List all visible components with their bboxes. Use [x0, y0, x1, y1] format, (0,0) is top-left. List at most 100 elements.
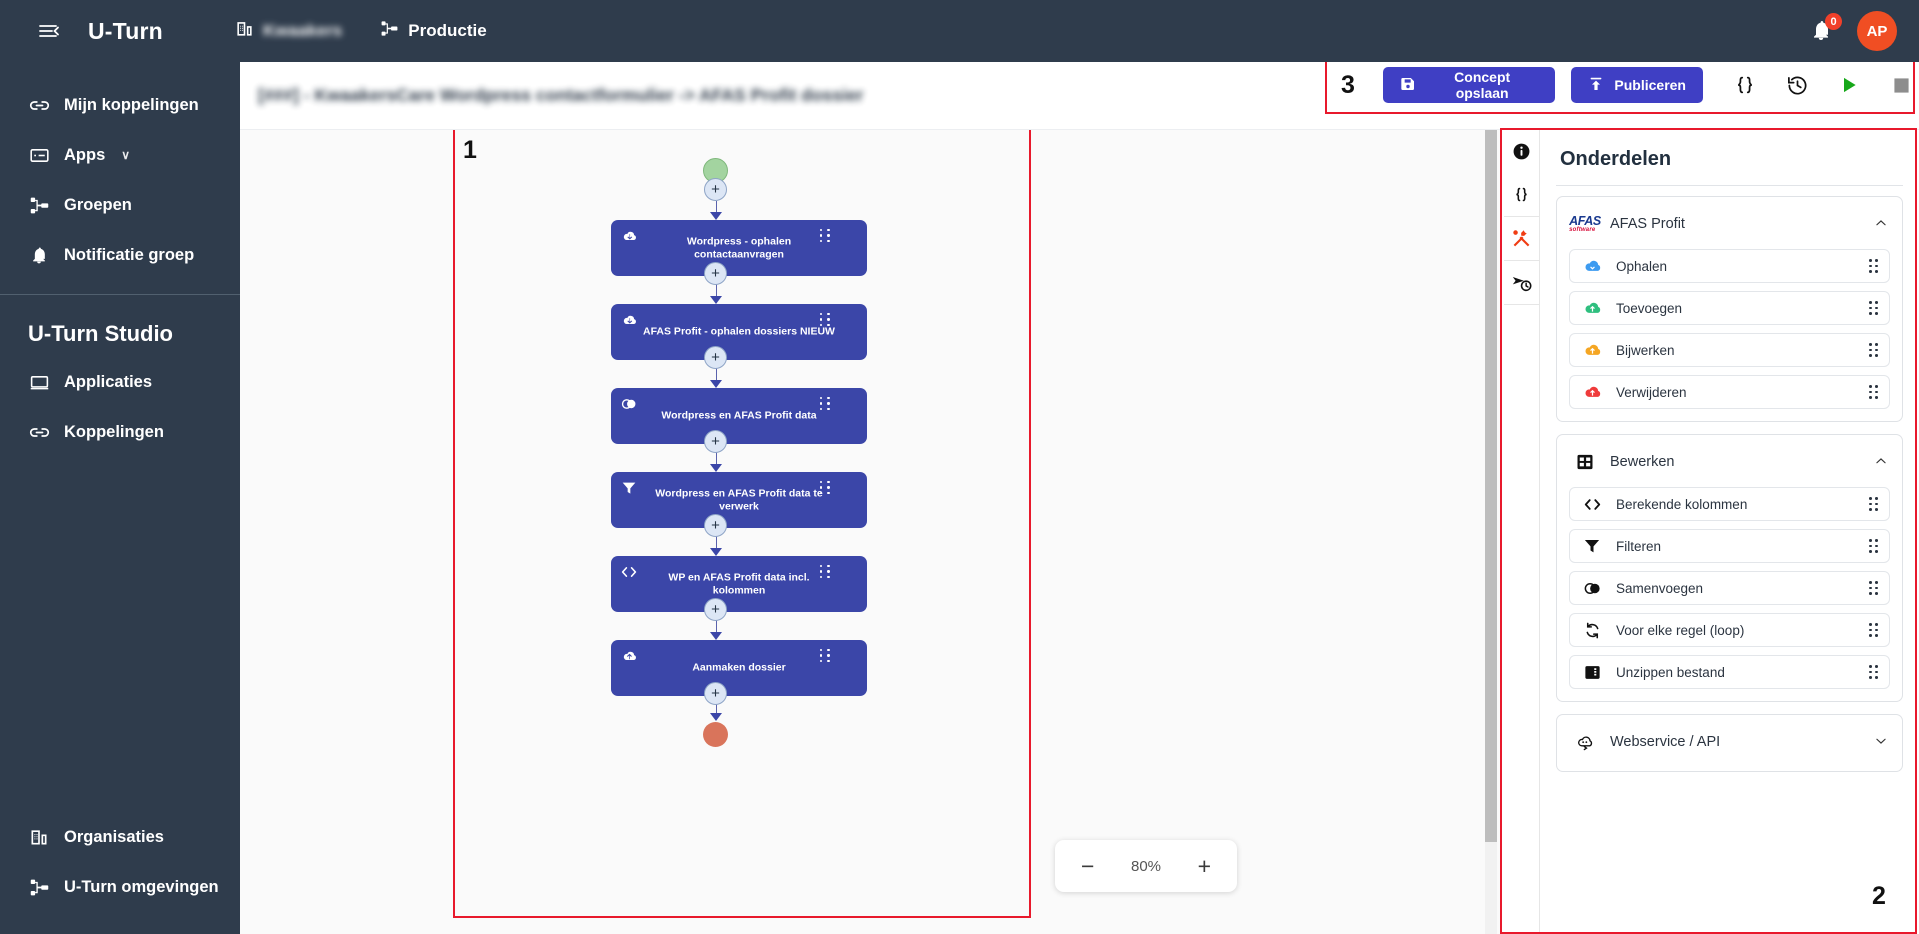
rail-group-top — [1504, 130, 1539, 217]
environment-name: Productie — [408, 21, 487, 40]
drag-handle-icon[interactable] — [1869, 301, 1878, 315]
component-item-voor-elke-regel[interactable]: Voor elke regel (loop) — [1569, 613, 1890, 647]
avatar[interactable]: AP — [1857, 11, 1897, 51]
component-item-bijwerken[interactable]: Bijwerken — [1569, 333, 1890, 367]
menu-collapse-icon[interactable] — [36, 18, 62, 44]
stop-icon[interactable] — [1889, 73, 1913, 97]
add-step-button[interactable]: + — [704, 682, 727, 705]
flow-node[interactable]: Aanmaken dossier — [611, 640, 867, 696]
flow-node-label: WP en AFAS Profit data incl. kolommen — [668, 571, 810, 596]
toolbar-icon-group — [1733, 73, 1913, 97]
chevron-up-icon[interactable] — [1874, 216, 1888, 233]
connector — [715, 621, 717, 634]
group-header[interactable]: Webservice / API — [1569, 725, 1890, 759]
trigger-schedule-icon[interactable] — [1504, 261, 1539, 304]
component-item-verwijderen[interactable]: Verwijderen — [1569, 375, 1890, 409]
flow-node[interactable]: Wordpress - ophalen contactaanvragen — [611, 220, 867, 276]
component-group-bewerken: Bewerken Berekende kolommen — [1556, 434, 1903, 702]
chevron-up-icon[interactable] — [1874, 454, 1888, 471]
sidebar-item-organisaties[interactable]: Organisaties — [0, 812, 240, 862]
group-title: Webservice / API — [1610, 734, 1721, 750]
code-braces-icon[interactable] — [1504, 173, 1539, 216]
merge-icon — [1581, 578, 1603, 598]
chevron-down-icon[interactable] — [1874, 734, 1888, 751]
drag-handle-icon[interactable] — [820, 313, 831, 327]
sidebar-item-groepen[interactable]: Groepen — [0, 180, 240, 230]
environment-selector[interactable]: Productie — [380, 19, 487, 43]
component-item-label: Bijwerken — [1616, 342, 1675, 358]
sidebar-item-mijn-koppelingen[interactable]: Mijn koppelingen — [0, 80, 240, 130]
add-step-button[interactable]: + — [704, 430, 727, 453]
panel-icon-rail — [1504, 130, 1540, 934]
cloud-upload-icon — [620, 647, 638, 665]
component-item-ophalen[interactable]: Ophalen — [1569, 249, 1890, 283]
end-node[interactable] — [703, 722, 728, 747]
hierarchy-icon — [28, 876, 50, 898]
component-group-webservice-api: Webservice / API — [1556, 714, 1903, 772]
notifications-button[interactable]: 0 — [1809, 13, 1842, 44]
history-icon[interactable] — [1785, 73, 1809, 97]
drag-handle-icon[interactable] — [1869, 497, 1878, 511]
sidebar-item-label: Groepen — [64, 195, 132, 214]
publish-button[interactable]: Publiceren — [1571, 67, 1703, 103]
group-header[interactable]: Bewerken — [1569, 445, 1890, 479]
sidebar-item-notificatie-groep[interactable]: Notificatie groep — [0, 230, 240, 280]
drag-handle-icon[interactable] — [820, 397, 831, 411]
drag-handle-icon[interactable] — [1869, 623, 1878, 637]
drag-handle-icon[interactable] — [1869, 539, 1878, 553]
add-step-button[interactable]: + — [704, 598, 727, 621]
sidebar-item-apps[interactable]: Apps ∨ — [0, 130, 240, 180]
drag-handle-icon[interactable] — [820, 229, 831, 243]
sidebar-item-label: Organisaties — [64, 827, 164, 846]
annotation-marker-1: 1 — [463, 136, 477, 164]
flow-node[interactable]: WP en AFAS Profit data incl. kolommen — [611, 556, 867, 612]
component-item-unzippen-bestand[interactable]: Unzippen bestand — [1569, 655, 1890, 689]
add-step-button[interactable]: + — [704, 346, 727, 369]
drag-handle-icon[interactable] — [1869, 385, 1878, 399]
sidebar-item-koppelingen[interactable]: Koppelingen — [0, 407, 240, 457]
chevron-down-icon[interactable]: ∨ — [121, 148, 131, 162]
flow-node[interactable]: Wordpress en AFAS Profit data — [611, 388, 867, 444]
group-title: AFAS Profit — [1610, 216, 1685, 232]
drag-handle-icon[interactable] — [820, 565, 831, 579]
drag-handle-icon[interactable] — [1869, 581, 1878, 595]
run-play-icon[interactable] — [1837, 73, 1861, 97]
canvas-scrollbar-thumb[interactable] — [1485, 130, 1497, 842]
drag-handle-icon[interactable] — [820, 481, 831, 495]
filter-icon — [620, 479, 638, 497]
drag-handle-icon[interactable] — [1869, 343, 1878, 357]
add-step-button[interactable]: + — [704, 514, 727, 537]
add-step-button[interactable]: + — [704, 178, 727, 201]
flow-node[interactable]: Wordpress en AFAS Profit data te verwerk — [611, 472, 867, 528]
flow-node-label: Aanmaken dossier — [692, 661, 786, 674]
publish-label: Publiceren — [1614, 77, 1686, 93]
grid-table-icon — [1571, 452, 1599, 472]
add-step-button[interactable]: + — [704, 262, 727, 285]
drag-handle-icon[interactable] — [820, 649, 831, 663]
component-item-samenvoegen[interactable]: Samenvoegen — [1569, 571, 1890, 605]
sidebar-item-applicaties[interactable]: Applicaties — [0, 357, 240, 407]
flow-canvas[interactable]: + Wordpress - ophalen contactaanvragen + — [240, 130, 1500, 934]
component-item-label: Samenvoegen — [1616, 580, 1704, 596]
info-icon[interactable] — [1504, 130, 1539, 173]
zoom-in-button[interactable]: + — [1197, 852, 1211, 879]
flow-node[interactable]: AFAS Profit - ophalen dossiers NIEUW — [611, 304, 867, 360]
topbar-right-group: 0 AP — [1809, 11, 1897, 51]
zoom-out-button[interactable]: − — [1081, 852, 1095, 879]
tools-icon[interactable] — [1504, 217, 1539, 260]
sidebar-item-uturn-omgevingen[interactable]: U-Turn omgevingen — [0, 862, 240, 912]
drag-handle-icon[interactable] — [1869, 665, 1878, 679]
org-selector[interactable]: Kwaakers — [235, 19, 342, 43]
code-braces-icon[interactable] — [1733, 73, 1757, 97]
zoom-control: − 80% + — [1055, 840, 1237, 892]
save-draft-button[interactable]: Concept opslaan — [1382, 67, 1556, 103]
arrow-head — [710, 713, 722, 721]
drag-handle-icon[interactable] — [1869, 259, 1878, 273]
component-item-berekende-kolommen[interactable]: Berekende kolommen — [1569, 487, 1890, 521]
toolbar-annotation-box: 3 Concept opslaan Publiceren — [1325, 56, 1915, 114]
app-brand[interactable]: U-Turn — [88, 17, 163, 44]
component-item-toevoegen[interactable]: Toevoegen — [1569, 291, 1890, 325]
component-item-filteren[interactable]: Filteren — [1569, 529, 1890, 563]
